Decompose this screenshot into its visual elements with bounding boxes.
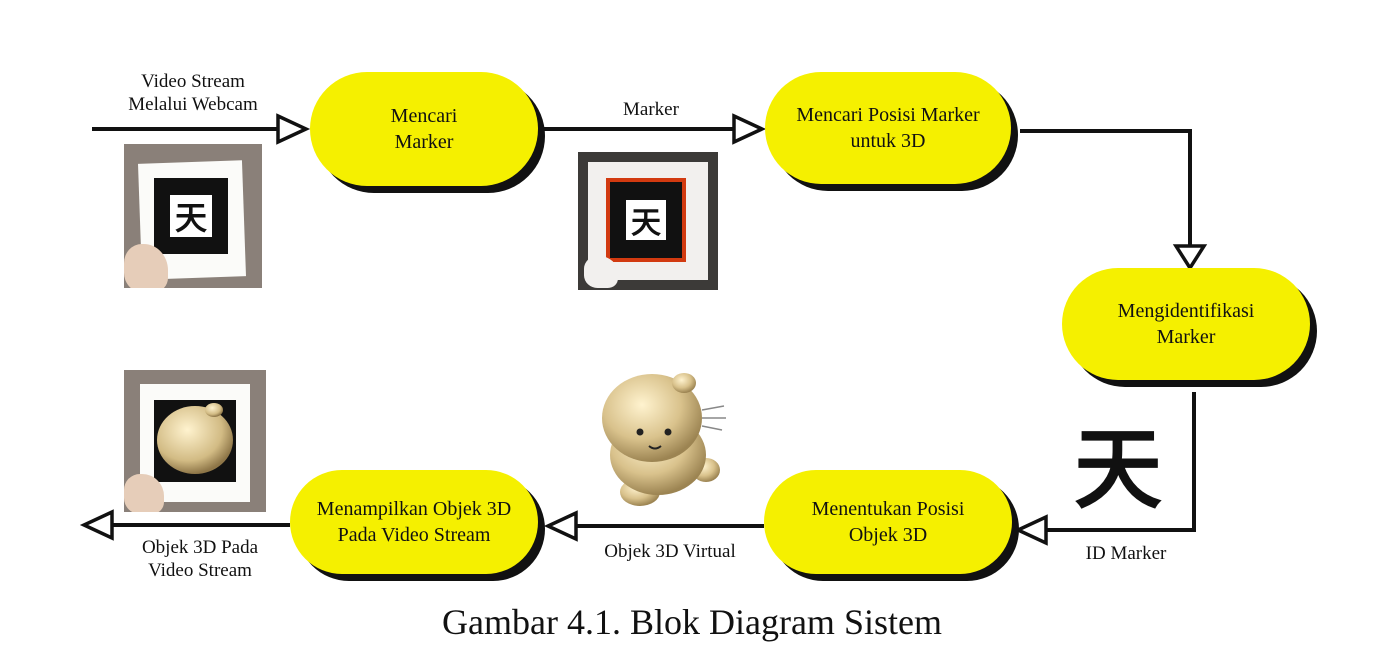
node-tentukan-posisi-line1: Menentukan Posisi	[811, 498, 965, 520]
marker-glyph-box: 天	[170, 195, 212, 237]
node-tampilkan-line1: Menampilkan Objek 3D	[316, 498, 512, 520]
marker-square: 天	[154, 178, 228, 254]
creature-head	[602, 374, 702, 462]
label-output-line1: Objek 3D Pada	[141, 537, 259, 558]
node-cari-marker-line1: Mencari	[390, 105, 458, 127]
arrowhead-output	[79, 509, 114, 541]
node-tentukan-posisi: Menentukan Posisi Objek 3D	[764, 470, 1012, 574]
label-output-line2: Video Stream	[148, 560, 252, 581]
node-cari-marker-line2: Marker	[394, 131, 454, 153]
creature-eye-left	[636, 428, 644, 436]
hand	[124, 244, 168, 288]
label-id-marker: ID Marker	[1085, 543, 1167, 564]
label-input-line2: Melalui Webcam	[128, 94, 258, 115]
detected-glyph-box: 天	[626, 200, 666, 241]
node-identifikasi-line2: Marker	[1156, 326, 1216, 348]
creature-ear	[672, 373, 696, 393]
label-output: Objek 3D Pada Video Stream	[110, 536, 290, 582]
hand-2	[584, 256, 618, 288]
creature-mouth	[648, 445, 662, 450]
figure-caption: Gambar 4.1. Blok Diagram Sistem	[442, 602, 942, 642]
label-objek-virtual: Objek 3D Virtual	[604, 541, 736, 562]
node-posisi-marker-line1: Mencari Posisi Marker	[796, 104, 980, 126]
webcam-marker-photo: 天	[124, 144, 262, 288]
arrowhead-objek-virtual	[543, 510, 578, 542]
marker-glyph: 天	[174, 199, 207, 237]
label-input: Video Stream Melalui Webcam	[88, 70, 298, 116]
node-posisi-marker: Mencari Posisi Marker untuk 3D	[765, 72, 1011, 184]
label-input-line1: Video Stream	[141, 71, 245, 92]
node-identifikasi-line1: Mengidentifikasi	[1117, 300, 1255, 322]
detected-marker-photo: 天	[578, 152, 718, 290]
id-marker-glyph: 天	[1073, 418, 1162, 521]
arrowhead-input	[276, 113, 311, 145]
node-tampilkan-line2: Pada Video Stream	[337, 524, 491, 546]
label-marker: Marker	[623, 99, 679, 120]
output-creature-ear	[205, 403, 223, 417]
creature-eye-right	[664, 428, 672, 436]
node-cari-marker: Mencari Marker	[310, 72, 538, 186]
node-tentukan-posisi-line2: Objek 3D	[848, 524, 928, 546]
creature-whiskers	[701, 405, 726, 431]
node-identifikasi: Mengidentifikasi Marker	[1062, 268, 1310, 380]
arrowhead-to-identify	[1172, 244, 1208, 272]
node-tampilkan: Menampilkan Objek 3D Pada Video Stream	[290, 470, 538, 574]
edge-to-identify	[1020, 129, 1192, 246]
arrowhead-id-marker	[1013, 514, 1048, 546]
node-posisi-marker-line2: untuk 3D	[850, 130, 926, 152]
detected-marker-square: 天	[610, 182, 682, 258]
detected-marker-glyph: 天	[631, 206, 661, 241]
output-creature	[157, 406, 233, 474]
arrowhead-marker	[732, 113, 767, 145]
edge-id-marker	[1046, 392, 1196, 532]
hand-3	[124, 474, 164, 512]
